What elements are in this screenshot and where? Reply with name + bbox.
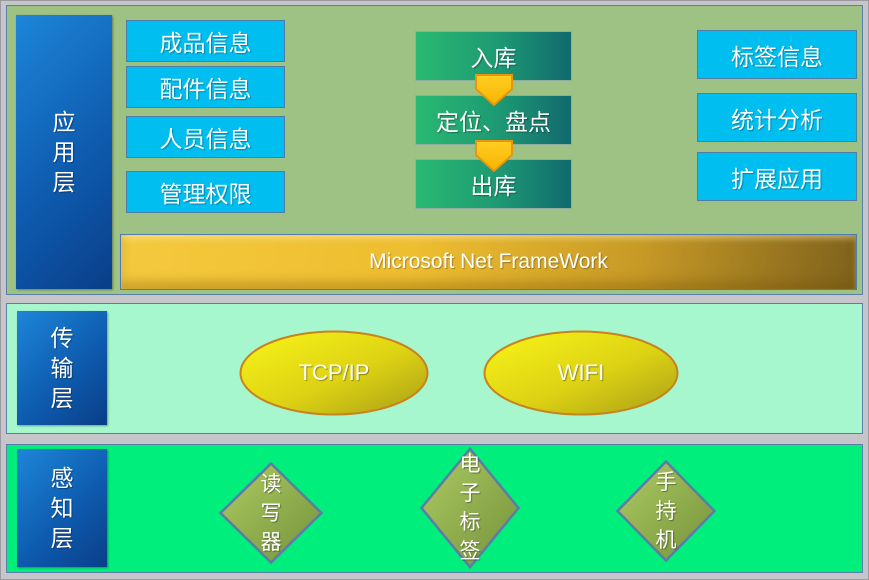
module-parts-info-label: 配件信息: [159, 76, 252, 102]
process-locate-stocktake-label: 定位、盘点: [436, 109, 551, 135]
application-layer-label-text: 应用层: [52, 109, 76, 195]
device-reader-label: 读写器: [260, 472, 282, 554]
perception-layer-label-text: 感知层: [50, 465, 74, 551]
device-etag-diamond: 电子标签: [420, 447, 520, 569]
module-tag-info: 标签信息: [697, 30, 857, 79]
process-inbound-label: 入库: [470, 45, 517, 71]
module-personnel-info-label: 人员信息: [159, 126, 252, 152]
module-admin-rights-label: 管理权限: [159, 181, 252, 207]
module-statistics: 统计分析: [697, 93, 857, 142]
module-parts-info: 配件信息: [126, 66, 285, 108]
process-inbound: 入库: [415, 31, 572, 81]
protocol-tcpip-ellipse: TCP/IP: [239, 330, 429, 416]
process-outbound: 出库: [415, 159, 572, 209]
transport-layer-label-text: 传输层: [50, 325, 74, 411]
module-statistics-label: 统计分析: [731, 106, 823, 133]
transport-layer-panel: [6, 303, 863, 434]
arrow-down-icon: [475, 74, 513, 107]
module-product-info: 成品信息: [126, 20, 285, 62]
module-product-info-label: 成品信息: [159, 30, 252, 56]
protocol-tcpip-label: TCP/IP: [298, 360, 370, 385]
module-tag-info-label: 标签信息: [731, 43, 823, 70]
arrow-down-icon: [475, 140, 513, 173]
protocol-wifi-ellipse: WIFI: [483, 330, 679, 416]
device-reader-diamond: 读写器: [219, 462, 323, 564]
perception-layer-label: 感知层: [17, 449, 107, 567]
module-extended-apps: 扩展应用: [697, 152, 857, 201]
protocol-wifi-label: WIFI: [557, 360, 605, 385]
process-outbound-label: 出库: [470, 173, 517, 199]
framework-bar-label: Microsoft Net FrameWork: [369, 250, 608, 273]
application-layer-panel: 应用层 成品信息 配件信息 人员信息 管理权限 入库 定位、盘点 出库 标签信息…: [6, 5, 863, 295]
device-etag-label: 电子标签: [459, 453, 481, 563]
module-personnel-info: 人员信息: [126, 116, 285, 158]
device-handheld-label: 手持机: [655, 470, 677, 552]
application-layer-label: 应用层: [16, 15, 112, 289]
transport-layer-label: 传输层: [17, 311, 107, 425]
module-admin-rights: 管理权限: [126, 171, 285, 213]
module-extended-apps-label: 扩展应用: [731, 165, 823, 192]
framework-bar: Microsoft Net FrameWork: [120, 234, 857, 290]
device-handheld-diamond: 手持机: [616, 460, 716, 562]
